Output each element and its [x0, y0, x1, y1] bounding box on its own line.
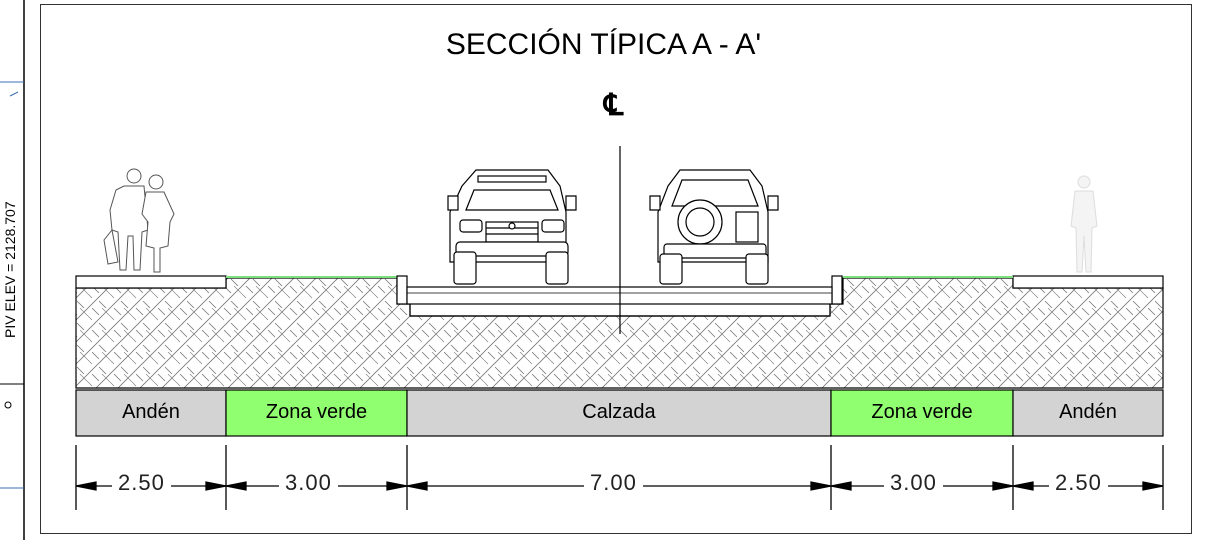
pedestrians-left	[103, 168, 175, 273]
segment-label-calzada: Calzada	[582, 401, 656, 423]
vehicle-front	[447, 169, 577, 285]
drawing-frame	[40, 4, 1192, 534]
dimension-calzada: 7.00	[584, 470, 643, 496]
dimension-zona-verde-right: 3.00	[884, 470, 943, 496]
section-title: SECCIÓN TÍPICA A - A'	[445, 28, 762, 61]
dimension-anden-left: 2.50	[112, 470, 171, 496]
dimension-anden-right: 2.50	[1049, 470, 1108, 496]
segment-band-calzada	[406, 389, 832, 437]
curb-left	[396, 275, 408, 305]
curb-right	[831, 275, 843, 305]
segment-band-anden-left	[75, 389, 227, 437]
segment-label-zona-verde-right: Zona verde	[871, 401, 973, 423]
segment-band-zona-verde-right	[830, 389, 1014, 437]
vehicle-rear	[649, 169, 779, 285]
segment-label-anden-left: Andén	[122, 401, 180, 423]
centerline-symbol: ℄	[604, 89, 624, 122]
segment-bands	[75, 389, 1164, 437]
segment-band-anden-right	[1012, 389, 1164, 437]
segment-label-anden-right: Andén	[1059, 401, 1117, 423]
adjacent-sheet-edge	[0, 0, 25, 540]
dimension-zona-verde-left: 3.00	[279, 470, 338, 496]
pedestrian-right	[1070, 175, 1098, 273]
segment-label-zona-verde-left: Zona verde	[265, 401, 368, 423]
sidewalk-left	[75, 275, 227, 289]
sidewalk-right	[1012, 275, 1164, 289]
